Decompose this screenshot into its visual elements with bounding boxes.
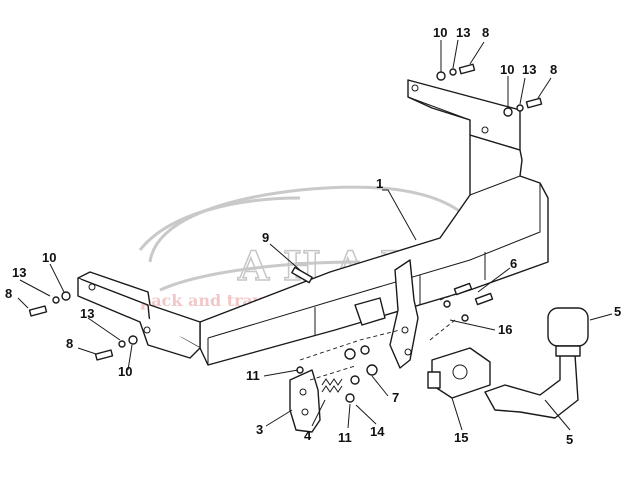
left-side-bracket: [77, 271, 201, 359]
callout-13-left-a: 13: [12, 265, 26, 280]
callout-14: 14: [370, 424, 385, 439]
callout-5-ball: 5: [614, 304, 621, 319]
callout-8-left-b: 8: [66, 336, 73, 351]
callout-8-top-b: 8: [550, 62, 557, 77]
callout-6: 6: [510, 256, 517, 271]
callout-15: 15: [454, 430, 468, 445]
callout-8-top-a: 8: [482, 25, 489, 40]
callout-11-a: 11: [246, 368, 260, 383]
callout-13-top-a: 13: [456, 25, 470, 40]
callout-1: 1: [376, 176, 383, 191]
bolt-9: [291, 266, 313, 284]
spring: [321, 378, 343, 393]
callout-16: 16: [498, 322, 512, 337]
callout-8-left-a: 8: [5, 286, 12, 301]
callout-labels: 1 10 13 8 10 13 8 9 13 10 8 13 8 10 6 16…: [5, 25, 621, 447]
fasteners-cluster: [296, 345, 378, 403]
callout-5-neck: 5: [566, 432, 573, 447]
mounting-plate: [289, 369, 321, 433]
bolt-set-6: [443, 282, 494, 322]
electrical-socket: [427, 347, 491, 399]
callout-13-top-b: 13: [522, 62, 536, 77]
callout-10-left-a: 10: [42, 250, 56, 265]
callout-9: 9: [262, 230, 269, 245]
leader-lines: [17, 39, 613, 431]
callout-10-top-a: 10: [433, 25, 447, 40]
callout-4: 4: [304, 428, 312, 443]
right-side-bracket: [407, 79, 521, 151]
center-bracket: [354, 259, 419, 369]
bolt-set-left: [28, 291, 138, 361]
callout-7: 7: [392, 390, 399, 405]
bolt-set-upper: [436, 63, 543, 117]
tow-ball-neck: [484, 307, 589, 419]
callout-13-left-b: 13: [80, 306, 94, 321]
callout-10-left-b: 10: [118, 364, 132, 379]
callout-3: 3: [256, 422, 263, 437]
main-crossbeam: [199, 134, 549, 366]
assembly-guides: [299, 293, 456, 381]
callout-11-b: 11: [338, 430, 352, 445]
callout-10-top-b: 10: [500, 62, 514, 77]
